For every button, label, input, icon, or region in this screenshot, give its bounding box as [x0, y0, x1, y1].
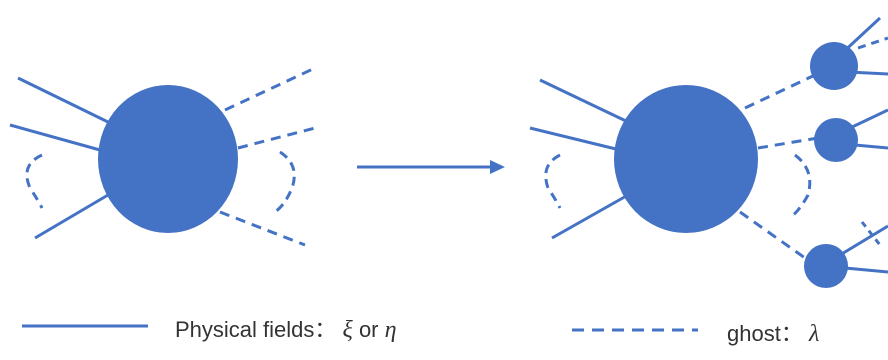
blob-top-ghost-leg — [857, 36, 888, 50]
left-solid-leg-top — [17, 76, 109, 124]
legend-or-connector: or — [358, 317, 379, 342]
legend-ghost-label: ghost： — [727, 321, 803, 346]
legend-ghost: ghost： λ — [727, 316, 819, 348]
right-ghost-loop-left — [544, 153, 562, 209]
right-vertex-blob — [614, 85, 758, 233]
blob-bottom-ghost-leg — [860, 221, 882, 246]
small-blob-top — [810, 42, 858, 90]
small-blob-middle — [814, 118, 858, 162]
legend-physical-fields-label: Physical fields： — [175, 317, 337, 342]
right-ghost-to-blob-bottom — [739, 210, 806, 260]
right-diagram — [529, 16, 888, 288]
transformation-arrow — [357, 160, 505, 174]
lambda-symbol: λ — [808, 321, 820, 347]
right-solid-leg-bottom — [551, 193, 629, 240]
right-ghost-loop-right — [789, 153, 812, 220]
left-solid-leg-bottom — [34, 193, 109, 240]
blob-bottom-solid-leg-up — [839, 224, 888, 257]
arrow-head — [490, 160, 505, 174]
xi-symbol: ξ — [342, 317, 353, 343]
right-solid-leg-middle — [529, 126, 621, 152]
left-ghost-loop-left — [25, 153, 44, 209]
right-ghost-to-blob-middle — [757, 136, 819, 150]
left-ghost-leg-middle — [237, 126, 316, 150]
blob-middle-solid-leg-right — [854, 143, 888, 150]
left-ghost-leg-top — [224, 66, 316, 112]
eta-symbol: η — [384, 317, 397, 343]
left-ghost-leg-bottom — [219, 210, 306, 247]
right-ghost-to-blob-top — [744, 73, 816, 110]
left-diagram — [9, 66, 316, 247]
left-ghost-loop-right — [274, 150, 296, 214]
blob-bottom-solid-leg-right — [844, 266, 888, 274]
legend-physical-fields: Physical fields： ξ or η — [175, 312, 397, 344]
small-blob-bottom — [804, 244, 848, 288]
left-solid-leg-middle — [9, 123, 101, 152]
left-vertex-blob — [98, 85, 238, 233]
right-solid-leg-top — [539, 78, 629, 124]
blob-middle-solid-leg-up — [849, 108, 888, 130]
